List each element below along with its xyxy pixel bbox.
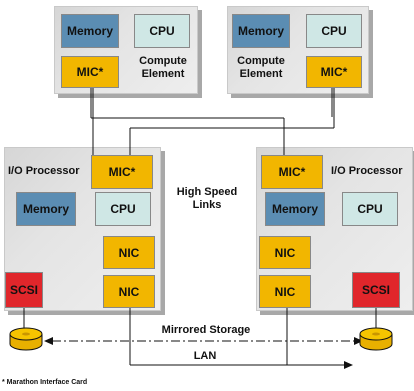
disk-right-icon (359, 327, 393, 351)
io-left-scsi: SCSI (5, 272, 43, 308)
io-left-nic-1: NIC (103, 236, 155, 269)
compute-left-label-line1: Compute (139, 55, 187, 67)
compute-left-mic: MIC* (61, 56, 119, 88)
compute-right-memory: Memory (232, 14, 290, 48)
io-left-title: I/O Processor (8, 165, 80, 177)
io-right-nic-1: NIC (259, 236, 311, 269)
io-right-mic: MIC* (261, 155, 323, 189)
io-left-cpu: CPU (95, 192, 151, 226)
io-right-memory: Memory (265, 192, 325, 226)
io-left-memory: Memory (16, 192, 76, 226)
compute-right-mic: MIC* (306, 56, 362, 88)
compute-left-memory: Memory (61, 14, 119, 48)
io-right-nic-2: NIC (259, 275, 311, 308)
compute-left-cpu: CPU (134, 14, 190, 48)
high-speed-links-line2: Links (192, 199, 222, 211)
compute-right-cpu: CPU (306, 14, 362, 48)
mirrored-storage-label: Mirrored Storage (161, 324, 251, 336)
io-right-scsi: SCSI (352, 272, 400, 308)
io-left-nic-2: NIC (103, 275, 155, 308)
io-right-title: I/O Processor (331, 165, 403, 177)
io-right-cpu: CPU (342, 192, 398, 226)
compute-right-label-line1: Compute (237, 55, 285, 67)
compute-left-label-line2: Element (141, 68, 185, 80)
compute-right-label-line2: Element (239, 68, 283, 80)
lan-label: LAN (193, 350, 217, 362)
disk-left-icon (9, 327, 43, 351)
io-left-mic: MIC* (91, 155, 153, 189)
footnote: * Marathon Interface Card (2, 379, 88, 386)
high-speed-links-line1: High Speed (176, 186, 238, 198)
